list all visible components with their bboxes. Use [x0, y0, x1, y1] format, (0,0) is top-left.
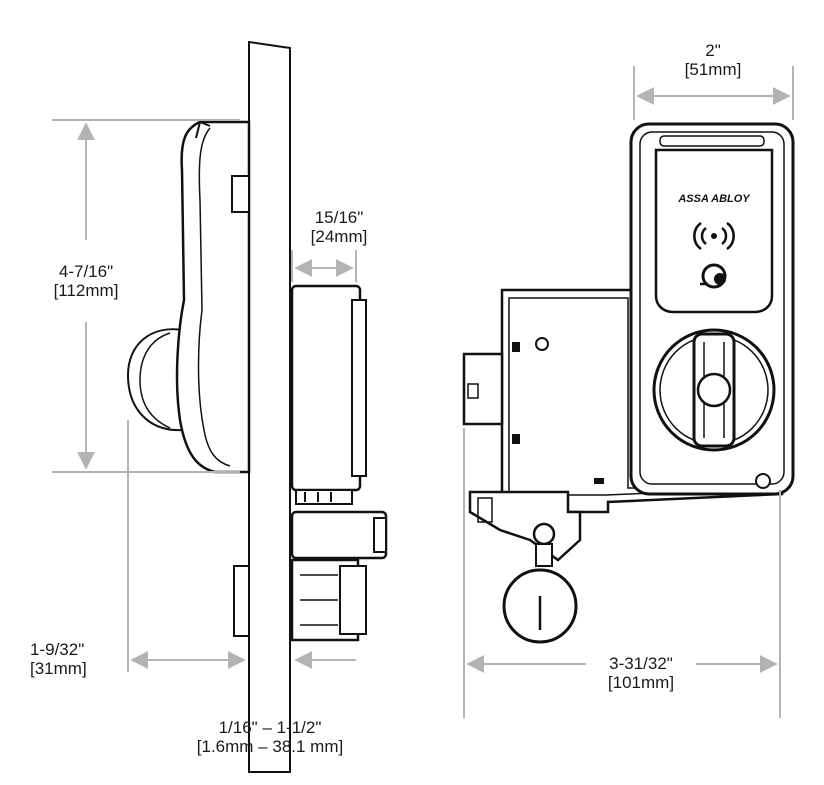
door-thickness-label: 1/16" – 1-1/2" [1.6mm – 38.1 mm]	[160, 718, 380, 756]
height-label: 4-7/16" [112mm]	[34, 262, 138, 300]
depth-imperial: 3-31/32"	[609, 654, 673, 673]
thumbturn-knob	[652, 328, 776, 452]
side-view	[126, 40, 388, 773]
brand-logo: ASSA ABLOY	[677, 193, 751, 205]
cam-assembly	[468, 490, 582, 644]
reader-logo-icon	[700, 263, 727, 289]
setback-metric: [31mm]	[30, 659, 87, 678]
inside-housing	[290, 284, 367, 505]
door-thickness-imperial: 1/16" – 1-1/2"	[218, 718, 322, 737]
width-metric: [51mm]	[684, 60, 742, 79]
lever-handle	[126, 328, 184, 432]
wireless-signal-icon	[693, 221, 735, 251]
inside-thumbturn	[233, 510, 388, 642]
width-imperial: 2"	[705, 41, 721, 60]
door-slab	[248, 40, 291, 773]
front-view: ASSA ABLOY	[462, 122, 795, 644]
door-thickness-metric: [1.6mm – 38.1 mm]	[196, 737, 344, 756]
height-imperial: 4-7/16"	[58, 262, 114, 281]
height-metric: [112mm]	[53, 281, 119, 300]
dimension-lines	[52, 66, 794, 718]
outside-escutcheon	[175, 120, 251, 474]
width-label: 2" [51mm]	[668, 41, 758, 79]
projection-label: 15/16" [24mm]	[284, 208, 394, 246]
depth-metric: [101mm]	[607, 673, 675, 692]
set-screw	[755, 473, 771, 489]
setback-label: 1-9/32" [31mm]	[30, 640, 130, 678]
depth-label: 3-31/32" [101mm]	[586, 654, 696, 692]
projection-metric: [24mm]	[310, 227, 368, 246]
setback-imperial: 1-9/32"	[30, 640, 85, 659]
projection-imperial: 15/16"	[314, 208, 364, 227]
